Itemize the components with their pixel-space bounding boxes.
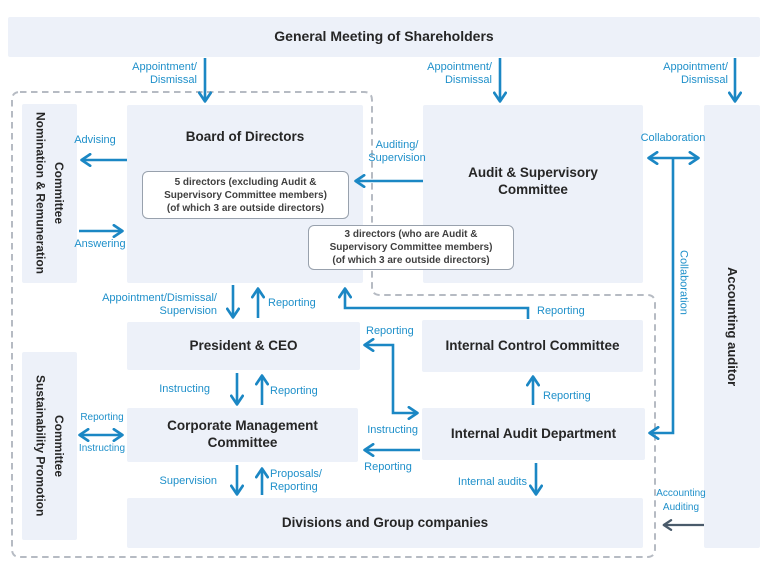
- node-corporate-management-committee: Corporate Management Committee: [127, 408, 358, 462]
- node-general-meeting: General Meeting of Shareholders: [8, 17, 760, 57]
- label-supervision: Supervision: [159, 475, 217, 487]
- node-label: Nomination & Remuneration Committee: [33, 112, 67, 275]
- label-appointment-dismissal-1: Appointment/ Dismissal: [132, 61, 197, 86]
- node-accounting-auditor: Accounting auditor: [704, 105, 760, 548]
- label-reporting-icc-board: Reporting: [537, 305, 585, 317]
- label-instructing-cmc: Instructing: [159, 383, 210, 395]
- label-collaboration-top: Collaboration: [640, 132, 706, 144]
- node-nomination-remuneration-committee: Nomination & Remuneration Committee: [22, 104, 77, 283]
- label-auditing-supervision: Auditing/ Supervision: [368, 139, 426, 164]
- node-divisions-group-companies: Divisions and Group companies: [127, 498, 643, 548]
- node-label: Sustainability Promotion Committee: [33, 375, 67, 517]
- label-accounting-auditing: Accounting Auditing: [656, 488, 706, 513]
- node-label: Accounting auditor: [725, 266, 741, 387]
- node-president-ceo: President & CEO: [127, 322, 360, 370]
- label-collaboration-vertical: Collaboration: [677, 250, 690, 315]
- label-appointment-dismissal-supervision: Appointment/Dismissal/ Supervision: [102, 292, 217, 317]
- label-appointment-dismissal-3: Appointment/ Dismissal: [663, 61, 728, 86]
- label-reporting-iad-icc: Reporting: [543, 390, 591, 402]
- arrow-ceo-iad-two-way: [363, 337, 419, 421]
- label-reporting-board: Reporting: [268, 297, 316, 309]
- label-advising: Advising: [74, 134, 116, 146]
- label-internal-audits: Internal audits: [457, 476, 527, 488]
- node-sustainability-promotion-committee: Sustainability Promotion Committee: [22, 352, 77, 540]
- note-board-directors: 5 directors (excluding Audit & Superviso…: [142, 171, 349, 219]
- arrow-icc-reporting-board: [337, 287, 530, 319]
- label-answering: Answering: [74, 238, 126, 250]
- label-spc-instructing: Instructing: [78, 443, 126, 454]
- dashed-boundary: [11, 91, 656, 558]
- node-internal-control-committee: Internal Control Committee: [422, 320, 643, 372]
- node-internal-audit-department: Internal Audit Department: [422, 408, 645, 460]
- label-proposals-reporting: Proposals/ Reporting: [270, 468, 322, 493]
- arrow-collaboration-vertical: [648, 159, 675, 441]
- label-reporting-cmc-ceo: Reporting: [270, 385, 318, 397]
- label-appointment-dismissal-2: Appointment/ Dismissal: [427, 61, 492, 86]
- note-audit-directors: 3 directors (who are Audit & Supervisory…: [308, 225, 514, 270]
- label-instructing-iad: Instructing: [367, 424, 418, 436]
- label-reporting-iad-cmc: Reporting: [364, 461, 412, 473]
- label-reporting-iad-ceo: Reporting: [366, 325, 414, 337]
- label-spc-reporting: Reporting: [80, 412, 124, 423]
